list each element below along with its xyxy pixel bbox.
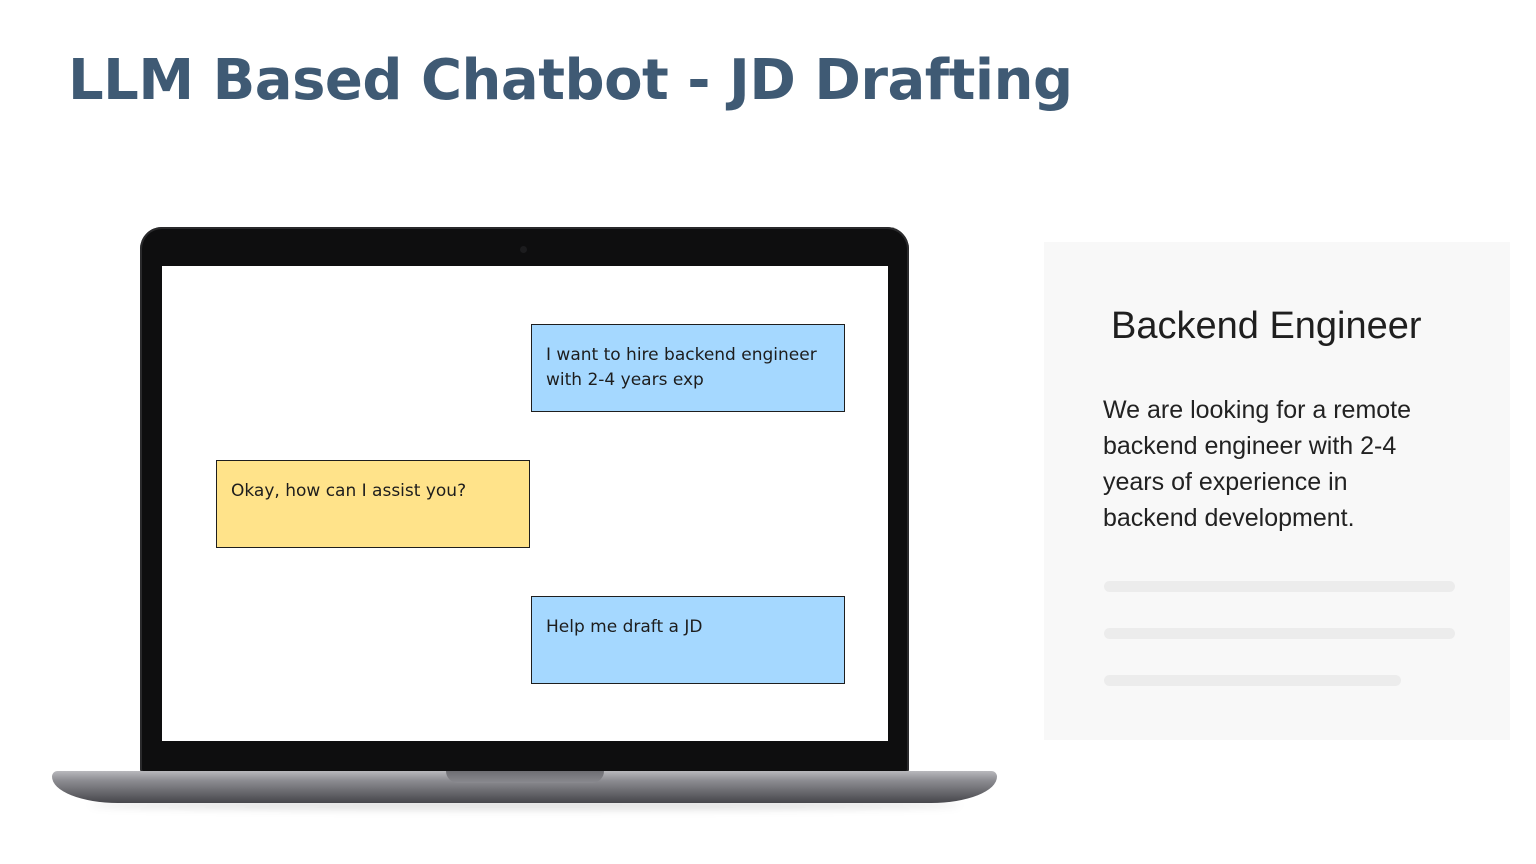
- placeholder-line: [1104, 628, 1455, 639]
- laptop-shadow: [90, 800, 960, 810]
- laptop-notch: [446, 771, 604, 783]
- chat-message-bot: Okay, how can I assist you?: [216, 460, 530, 548]
- job-description-text: We are looking for a remote backend engi…: [1103, 396, 1412, 532]
- chat-message-user: Help me draft a JD: [531, 596, 845, 684]
- placeholder-line: [1104, 581, 1455, 592]
- chat-message-user: I want to hire backend engineer with 2-4…: [531, 324, 845, 412]
- job-title: Backend Engineer: [1111, 305, 1422, 347]
- job-description-card: [1044, 242, 1510, 740]
- camera-icon: [520, 246, 527, 253]
- placeholder-line: [1104, 675, 1401, 686]
- slide-title: LLM Based Chatbot - JD Drafting: [68, 48, 1073, 113]
